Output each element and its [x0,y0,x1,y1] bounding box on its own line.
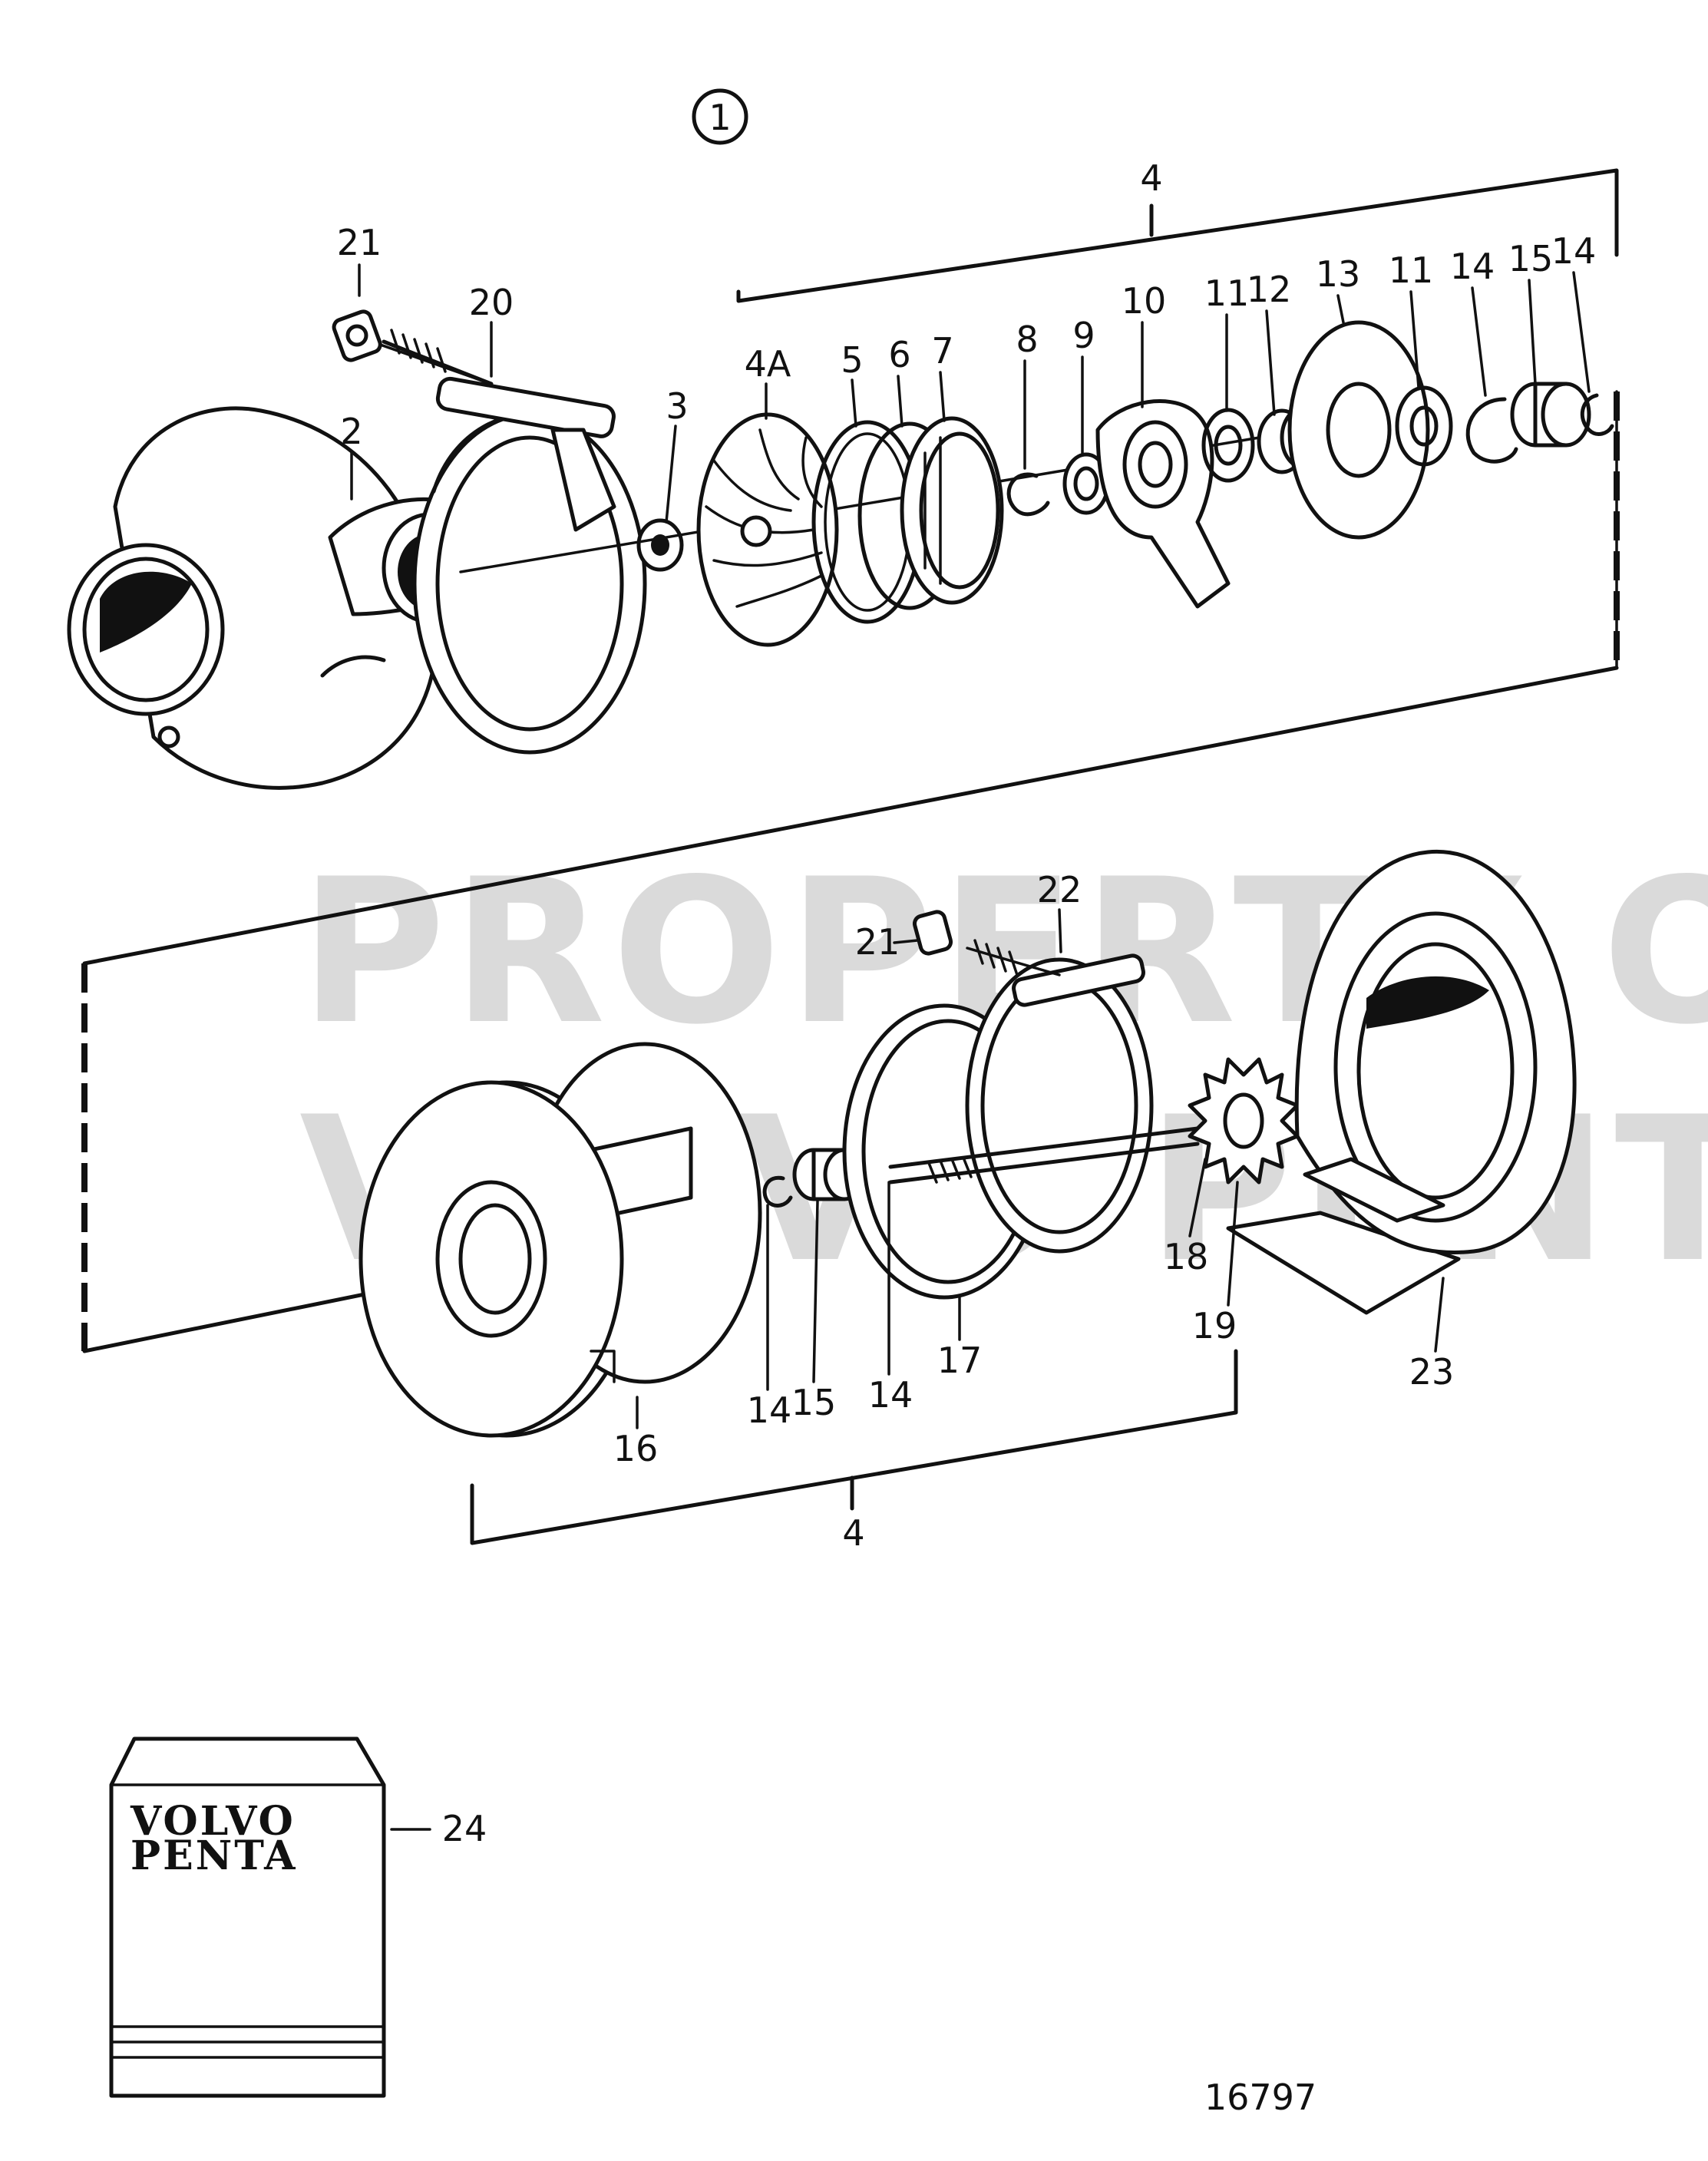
thrust-washer-11b [1395,385,1453,467]
clamp-nut-top [332,309,382,362]
compressor-wheel [696,412,839,647]
v-band-clamp-top [359,336,647,755]
top-group-bracket [82,168,1620,966]
callout-13: 13 [1316,253,1361,295]
circlip-14c [762,1175,793,1208]
callout-17: 17 [937,1340,983,1381]
leader-lines [350,263,1591,1429]
callout-16: 16 [613,1428,659,1469]
callout-7: 7 [931,330,953,372]
bottom-group-bracket [470,1349,1238,1545]
callout-4A: 4A [745,343,791,385]
callout-14-bottom-second: 14 [868,1374,913,1416]
manual-brand-line-2: PENTA [130,1832,297,1879]
clamp-nut-bottom [912,910,953,956]
callout-labels: 4 21 20 2 3 4A 5 6 7 8 9 10 11 12 13 11 … [337,157,1597,1849]
callout-9: 9 [1072,315,1095,356]
callout-11-first: 11 [1204,273,1250,314]
v-band-clamp-bottom [965,947,1154,1254]
callout-2: 2 [340,411,362,452]
callout-24: 24 [442,1808,487,1849]
callout-15-bottom: 15 [791,1382,837,1423]
clamp-bolt-bottom [973,939,1019,976]
callout-19: 19 [1192,1305,1237,1346]
thrust-washer-11a [1201,408,1255,483]
thrust-bearing-13 [1287,320,1430,540]
callout-14-top-first: 14 [1450,246,1495,287]
drawing-number: 16797 [1204,2077,1317,2118]
oil-deflector-10 [1095,399,1231,609]
circlip-8 [1006,472,1050,517]
circlip-14a [1465,397,1518,464]
callout-5: 5 [841,339,863,381]
callout-21-bottom: 21 [855,921,900,963]
clamp-bolt-top [382,329,494,386]
bearing-15a [1510,382,1591,448]
callout-11-second: 11 [1389,249,1434,291]
callout-22: 22 [1037,869,1082,910]
callout-14-bottom-first: 14 [747,1389,792,1431]
callout-20: 20 [469,282,514,323]
view-number: 1 [709,97,731,138]
callout-4-bottom: 4 [842,1512,864,1554]
circlip-14b [1580,393,1614,436]
instruction-booklet-24: VOLVO PENTA [109,1736,431,2098]
turbine-housing-23 [1226,849,1577,1315]
manual-brand-line-1: VOLVO [130,1798,296,1845]
callout-3: 3 [666,385,688,427]
callout-6: 6 [888,334,910,375]
callout-12: 12 [1247,269,1292,310]
callout-8: 8 [1016,319,1038,360]
callout-10: 10 [1122,280,1167,322]
sealing-bushing-7 [900,416,1004,605]
view-number-badge: 1 [692,88,748,145]
turbine-wheel-18-19 [1188,1057,1300,1185]
callout-15-top: 15 [1508,238,1554,279]
impeller-nut [636,518,684,572]
turbine-shaft [888,1126,1200,1185]
callout-18: 18 [1164,1236,1209,1277]
callout-21-top: 21 [337,222,382,263]
bearing-housing-16 [358,1042,762,1438]
callout-4-top: 4 [1140,157,1162,199]
callout-23: 23 [1409,1351,1455,1393]
callout-14-top-second: 14 [1551,230,1597,272]
